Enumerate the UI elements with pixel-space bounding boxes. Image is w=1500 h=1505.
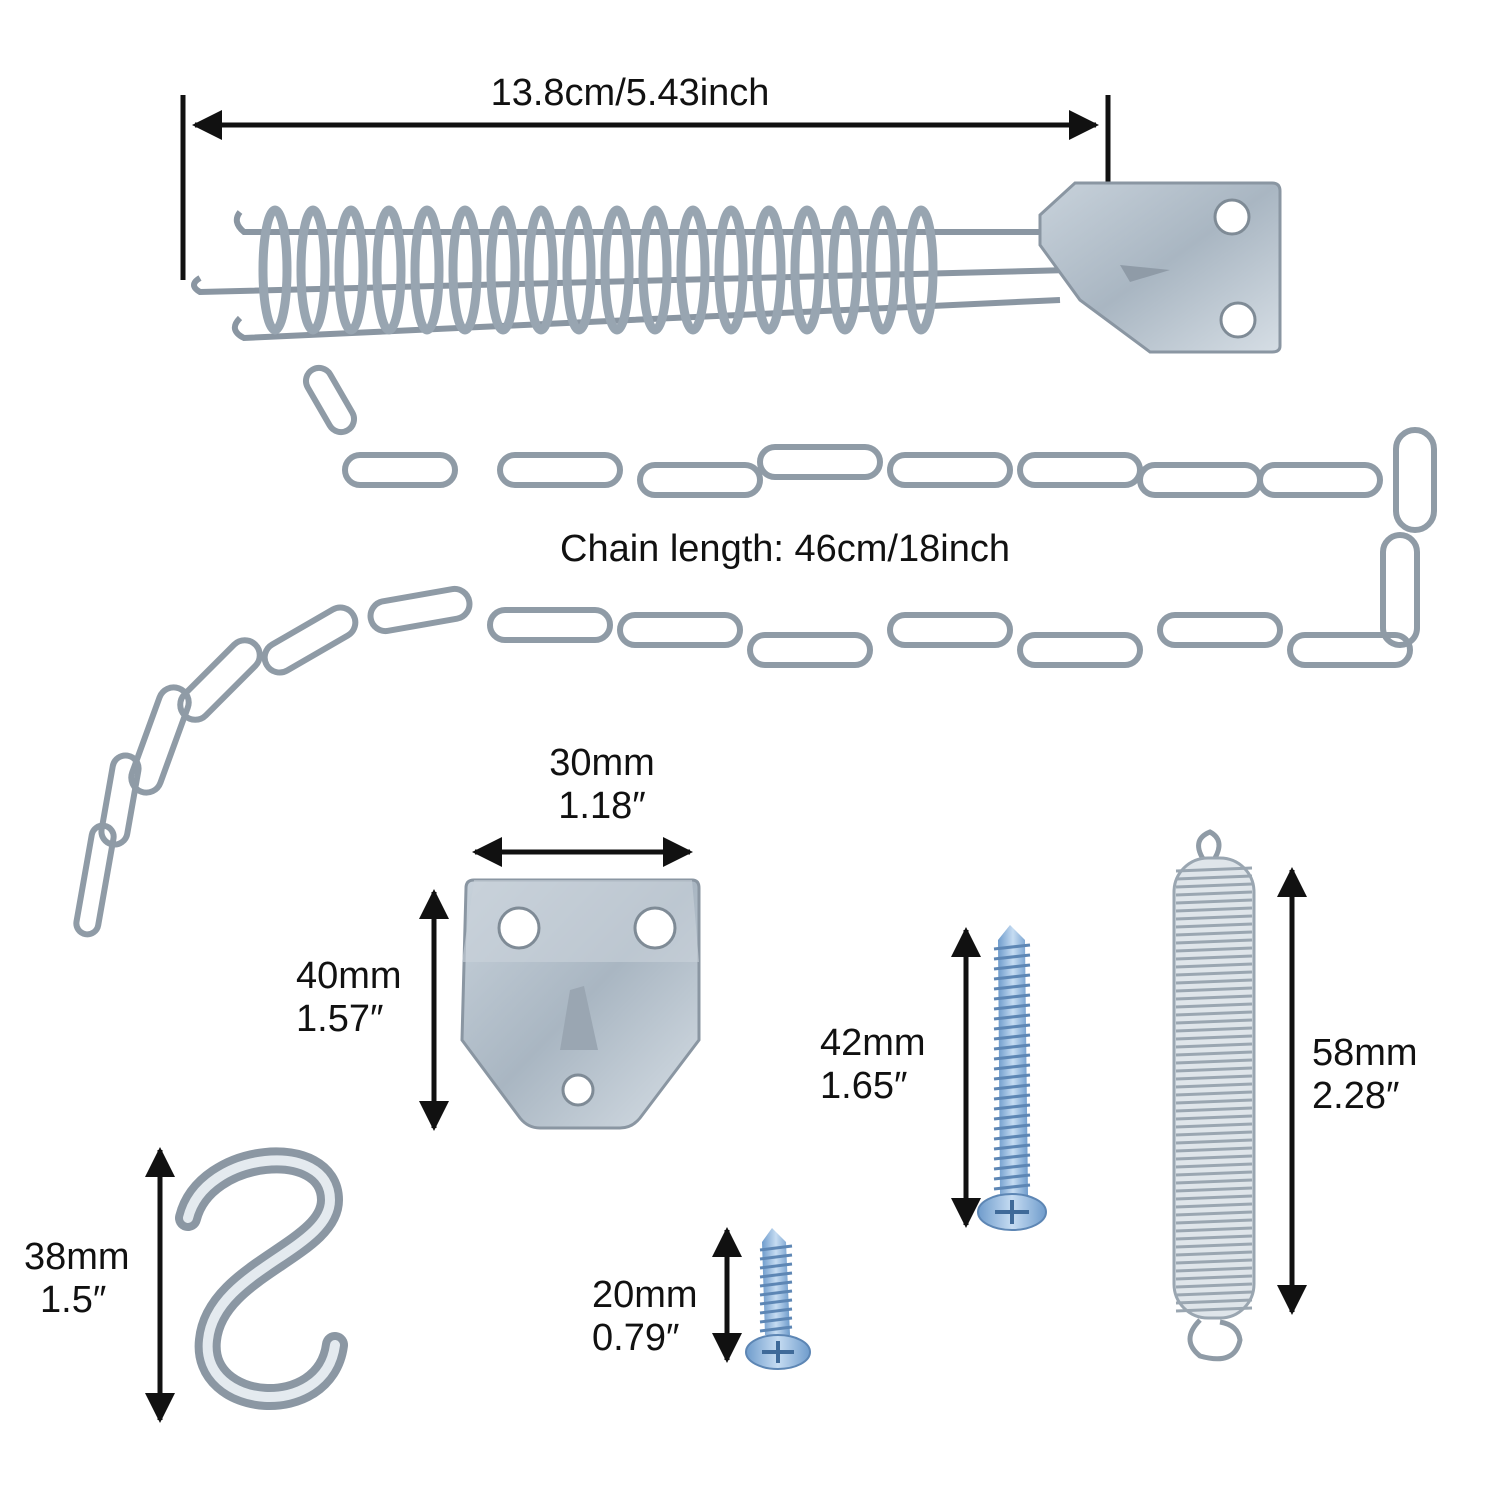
bracket-dimension xyxy=(419,837,693,1131)
s-hook-in: 1.5″ xyxy=(40,1278,107,1321)
long-screw-mm: 42mm xyxy=(820,1022,926,1064)
s-hook-label: 38mm 1.5″ xyxy=(24,1236,130,1321)
bracket-width-label: 30mm 1.18″ xyxy=(502,742,702,827)
tension-spring-in: 2.28″ xyxy=(1312,1074,1400,1117)
short-screw-label: 20mm 0.79″ xyxy=(592,1274,698,1359)
bracket-height-mm: 40mm xyxy=(296,955,402,997)
door-spring-assembly xyxy=(191,181,1282,354)
short-screw-mm: 20mm xyxy=(592,1274,698,1316)
long-screw-in: 1.65″ xyxy=(820,1064,908,1107)
overall-length-label: 13.8cm/5.43inch xyxy=(490,72,770,114)
tension-spring xyxy=(1172,829,1256,1362)
tension-spring-label: 58mm 2.28″ xyxy=(1312,1032,1418,1117)
chain-length-label: Chain length: 46cm/18inch xyxy=(560,528,1010,570)
compression-spring xyxy=(258,205,938,335)
s-hook xyxy=(175,1147,348,1410)
mounting-plate xyxy=(1038,181,1282,354)
bracket xyxy=(460,878,701,1130)
bracket-height-in: 1.57″ xyxy=(296,997,384,1040)
long-screw-label: 42mm 1.65″ xyxy=(820,1022,926,1107)
short-screw xyxy=(745,1228,811,1370)
long-screw xyxy=(977,925,1047,1231)
bracket-width-mm: 30mm xyxy=(549,742,655,784)
tension-spring-mm: 58mm xyxy=(1312,1032,1418,1074)
chain xyxy=(73,364,1437,938)
bracket-height-label: 40mm 1.57″ xyxy=(296,955,402,1040)
short-screw-in: 0.79″ xyxy=(592,1316,680,1359)
s-hook-mm: 38mm xyxy=(24,1236,130,1278)
bracket-width-in: 1.18″ xyxy=(558,784,646,827)
